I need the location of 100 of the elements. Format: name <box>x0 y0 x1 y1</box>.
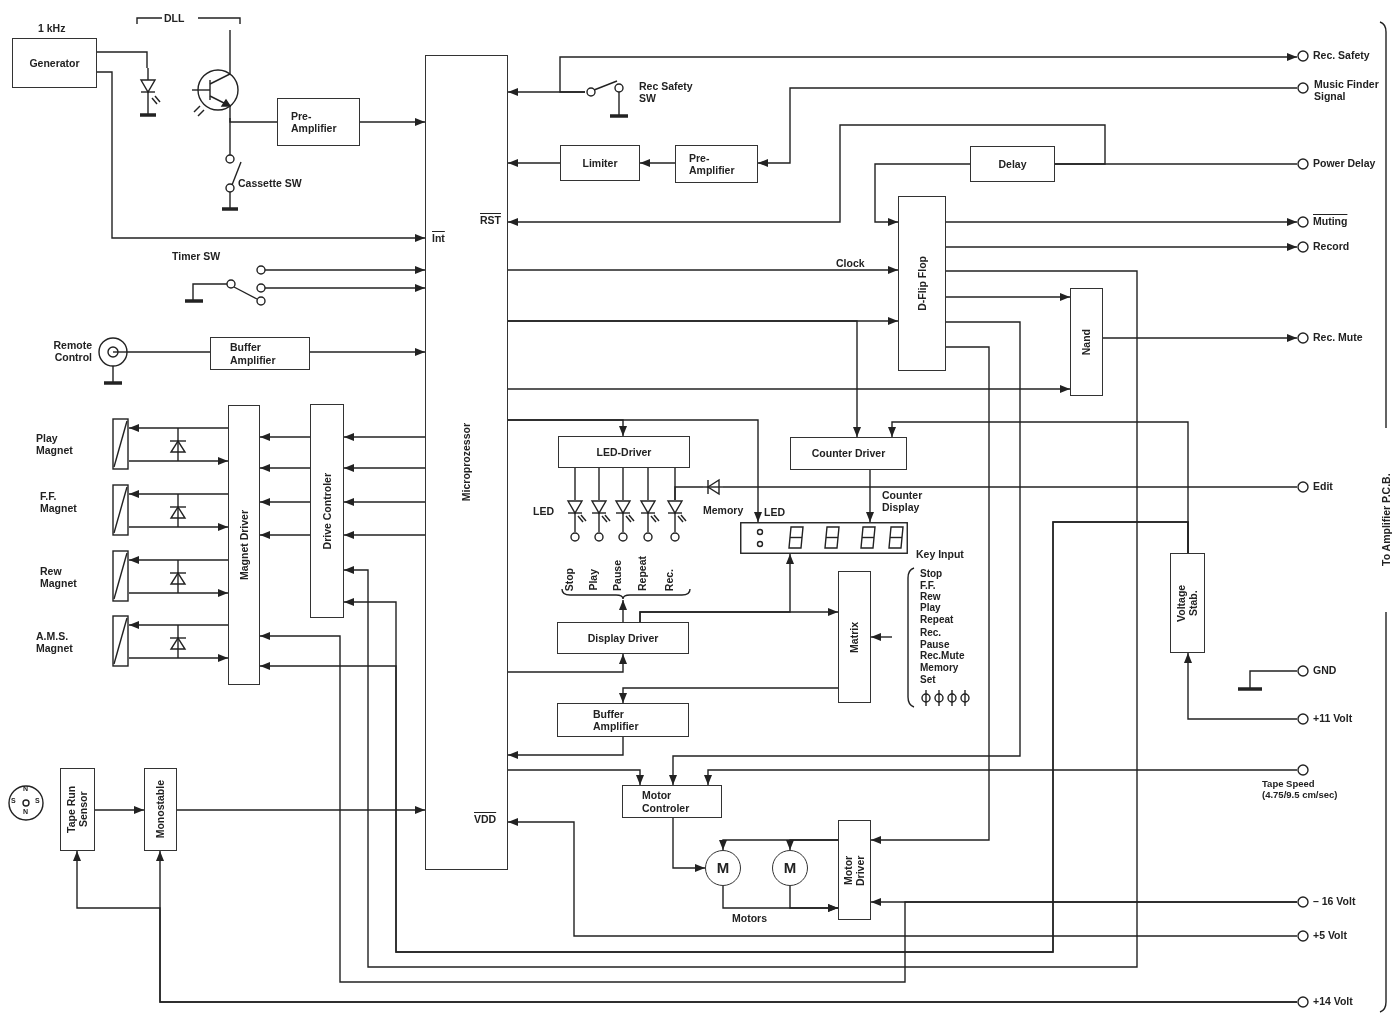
arrow <box>264 284 426 292</box>
side-label: To Amplifier P.C.B. <box>1380 472 1393 569</box>
component-label: Cassette SW <box>238 177 303 190</box>
wire <box>229 117 231 151</box>
edge-label: Clock <box>836 257 865 270</box>
motors-label: Motors <box>732 912 767 925</box>
arrow <box>507 385 1071 393</box>
arrow <box>874 163 971 226</box>
arrow <box>757 87 1298 167</box>
wire <box>647 467 649 501</box>
arrow <box>128 523 229 531</box>
led-symbol <box>565 500 585 545</box>
counter-display <box>740 522 908 554</box>
arrow <box>507 124 1106 226</box>
key-name: Rec. <box>920 627 942 639</box>
block-box: Delay <box>970 146 1055 182</box>
component-label: Counter Display <box>882 489 924 514</box>
led-symbol <box>613 500 633 545</box>
terminal-circle <box>1297 158 1309 170</box>
block-box: Pre- Amplifier <box>675 145 758 183</box>
arrow <box>866 469 874 523</box>
arrow <box>128 424 229 432</box>
arrow <box>507 419 762 523</box>
arrow <box>128 457 229 465</box>
coil-symbol <box>112 550 129 602</box>
key-name: Rec.Mute <box>920 650 965 662</box>
wire <box>574 467 576 501</box>
arrow <box>343 531 426 539</box>
arrow <box>343 498 426 506</box>
terminal-label: +5 Volt <box>1313 929 1348 942</box>
terminal-label: GND <box>1313 664 1338 677</box>
led-symbol <box>589 500 609 545</box>
block-box: Buffer Amplifier <box>557 703 689 737</box>
block-box: Drive Controler <box>310 404 344 618</box>
arrow <box>264 266 426 274</box>
terminal-circle <box>1297 996 1309 1008</box>
arrow <box>343 270 1138 968</box>
motor-symbol: M <box>705 850 741 886</box>
switch-symbol <box>185 264 265 306</box>
wire <box>127 351 211 353</box>
arrow <box>128 621 229 629</box>
arrow <box>309 348 426 356</box>
terminal-label: Tape Speed (4.75/9.5 cm/sec) <box>1262 779 1339 801</box>
arrow <box>343 464 426 472</box>
block-box: Motor Driver <box>838 820 871 920</box>
terminal-circle <box>1297 82 1309 94</box>
arrow <box>945 293 1071 301</box>
wire <box>1249 670 1298 689</box>
arrow <box>259 464 311 472</box>
pin-label: VDD <box>474 813 497 826</box>
block-box: Display Driver <box>557 622 689 654</box>
component-label: Pause <box>611 560 624 591</box>
key-name: Play <box>920 602 941 614</box>
terminal-circle <box>1297 896 1309 908</box>
block-box: Voltage Stab. <box>1170 553 1205 653</box>
led-symbol <box>665 500 685 545</box>
block-box: Pre- Amplifier <box>277 98 360 146</box>
component-label: A.M.S. Magnet <box>36 630 74 655</box>
key-name: Stop <box>920 568 943 580</box>
diode-symbol <box>138 68 158 118</box>
terminal-label: Rec. Mute <box>1313 331 1364 344</box>
component-label: Play <box>587 569 600 591</box>
terminal-label: +14 Volt <box>1313 995 1354 1008</box>
arrow <box>789 885 839 912</box>
arrow <box>639 159 676 167</box>
component-label: F.F. Magnet <box>40 490 78 515</box>
arrow <box>259 433 311 441</box>
block-box: D-Flip Flop <box>898 196 946 371</box>
arrow <box>870 633 893 641</box>
arrow <box>176 806 426 814</box>
terminal-circle <box>1297 930 1309 942</box>
arrow <box>704 769 1298 786</box>
block-box: Magnet Driver <box>228 405 260 685</box>
arrow <box>639 553 794 623</box>
terminal-label: +11 Volt <box>1313 712 1354 725</box>
wire <box>96 51 148 69</box>
arrow <box>507 320 861 438</box>
wire <box>722 486 1298 488</box>
led-label: LED <box>764 506 785 519</box>
phototransistor-symbol <box>190 30 240 118</box>
block-box: Matrix <box>838 571 871 703</box>
component-label: Timer SW <box>172 250 222 263</box>
arrow <box>870 346 990 844</box>
coil-symbol <box>112 484 129 536</box>
coil-symbol <box>112 615 129 667</box>
switch-symbol <box>585 80 630 120</box>
terminal-circle <box>1297 713 1309 725</box>
terminal-circle <box>1297 50 1309 62</box>
component-label: Stop <box>563 567 576 591</box>
arrow <box>619 599 627 623</box>
terminal-label: Music Finder Signal <box>1314 78 1380 103</box>
key-name: Repeat <box>920 614 954 626</box>
arrow <box>672 817 706 872</box>
arrow <box>507 736 624 759</box>
terminal-label: Power Delay <box>1313 157 1377 170</box>
terminal-label: Rec. Safety <box>1313 49 1371 62</box>
block-box: Buffer Amplifier <box>210 337 310 370</box>
block-box: Tape Run Sensor <box>60 768 95 851</box>
wire <box>598 467 600 501</box>
arrow <box>619 687 839 704</box>
